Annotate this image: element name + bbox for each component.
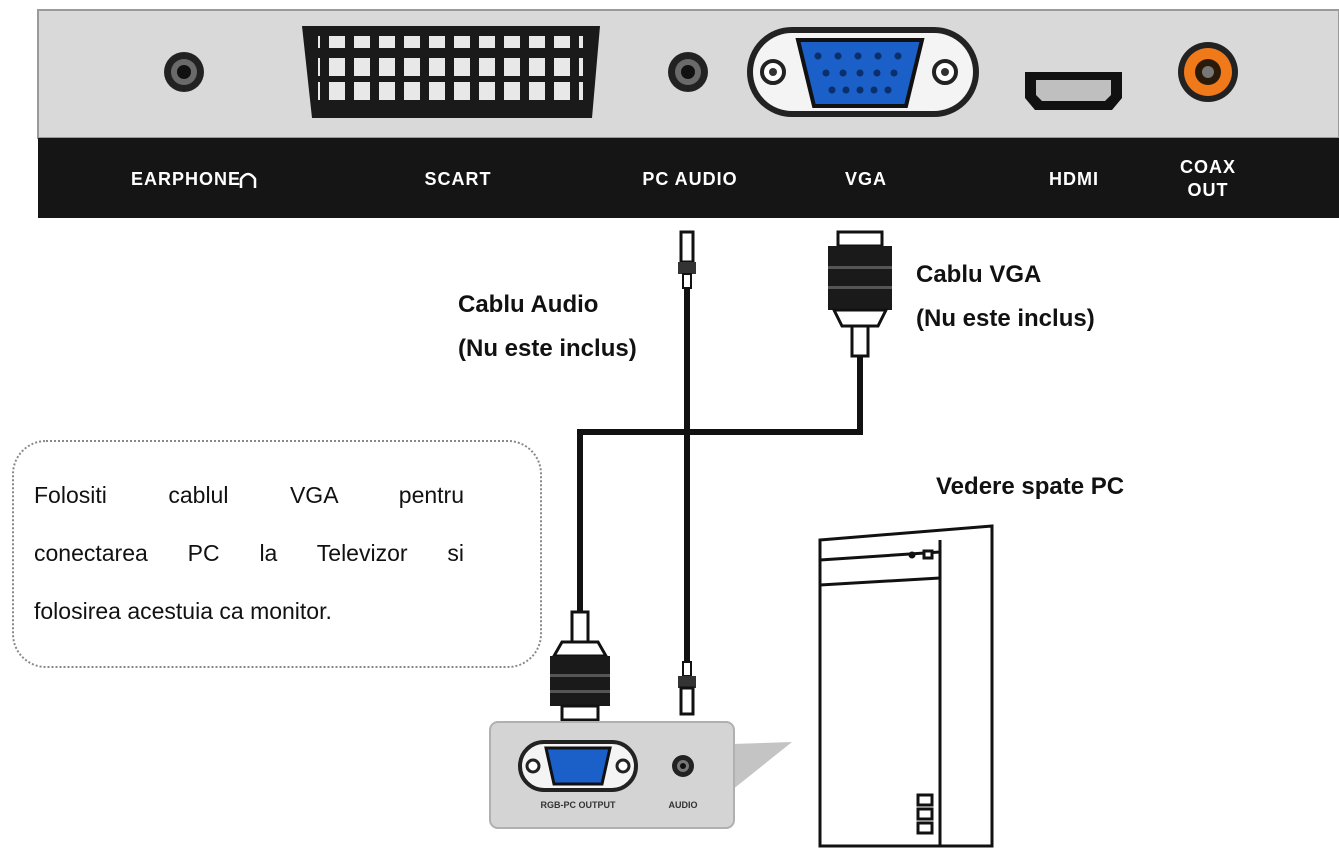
vga-cable-label: Cablu VGA	[916, 261, 1042, 288]
pc-audio-port-icon	[668, 52, 708, 92]
earphone-label: EARPHONE	[131, 169, 241, 189]
pc-audio-label: PC AUDIO	[642, 169, 737, 189]
vga-pin	[854, 52, 862, 60]
vga-pin	[890, 69, 898, 77]
scart-port-icon	[302, 26, 600, 118]
rgb-pc-output-port-icon	[518, 740, 638, 792]
vga-pin	[856, 86, 864, 94]
vga-pin	[839, 69, 847, 77]
audio-cable-note: (Nu este inclus)	[458, 335, 637, 362]
vga-pin	[822, 69, 830, 77]
note-text: Folositi cablul VGA pentru conectarea PC…	[34, 466, 464, 640]
vga-pin	[842, 86, 850, 94]
vga-pin	[834, 52, 842, 60]
vga-pin	[894, 52, 902, 60]
vga-pin	[828, 86, 836, 94]
audio-cable-label: Cablu Audio	[458, 291, 599, 318]
headphone-icon	[239, 172, 257, 188]
note-line-3: folosirea acestuia ca monitor.	[34, 598, 332, 624]
hdmi-port-icon	[1025, 72, 1122, 110]
rgb-pc-output-label: RGB-PC OUTPUT	[541, 800, 616, 810]
note-line-2: conectarea PC la Televizor si	[34, 540, 464, 566]
vga-pin	[874, 52, 882, 60]
pc-tower-icon	[818, 524, 994, 848]
earphone-port-icon	[164, 52, 204, 92]
vga-cable	[550, 230, 892, 722]
audio-cable	[678, 230, 696, 716]
note-line-1: Folositi cablul VGA pentru	[34, 482, 464, 508]
coax-label-line2: OUT	[1188, 180, 1229, 200]
vga-pin	[856, 69, 864, 77]
coax-label-line1: COAX	[1180, 157, 1236, 177]
hdmi-label: HDMI	[1049, 169, 1099, 189]
pc-rear-view-title: Vedere spate PC	[936, 473, 1125, 500]
pc-audio-port-label: AUDIO	[669, 800, 698, 810]
vga-pin	[870, 86, 878, 94]
note-callout	[12, 440, 542, 668]
vga-label: VGA	[845, 169, 887, 189]
vga-pin	[873, 69, 881, 77]
vga-pin	[884, 86, 892, 94]
pc-port-plate: RGB-PC OUTPUT AUDIO	[489, 721, 792, 829]
scart-label: SCART	[425, 169, 492, 189]
vga-pin	[814, 52, 822, 60]
vga-port-icon	[747, 27, 979, 117]
pc-audio-out-port-icon	[672, 755, 694, 777]
vga-cable-note: (Nu este inclus)	[916, 305, 1095, 332]
coax-out-port-icon	[1178, 42, 1238, 102]
